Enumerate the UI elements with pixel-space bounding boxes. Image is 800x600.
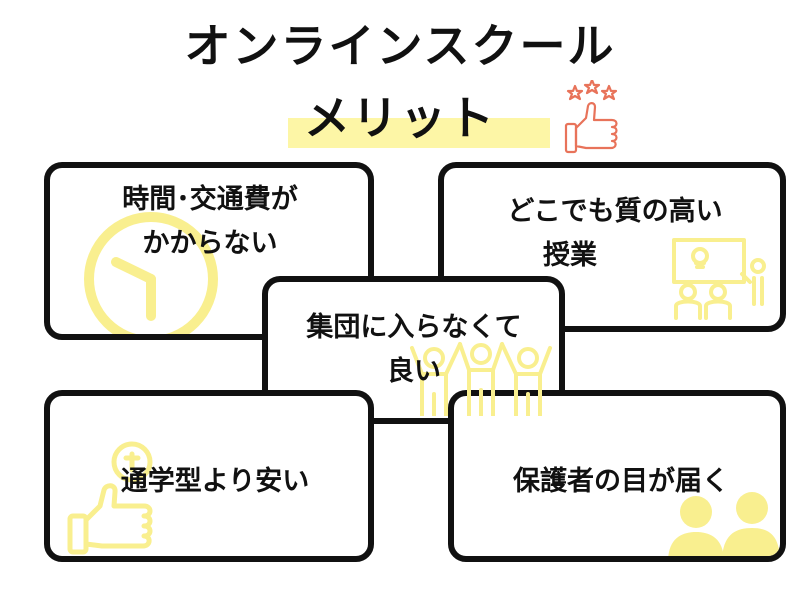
merit-card-cheaper: 通学型より安い: [44, 390, 374, 562]
merit-card-parent-watch: 保護者の目が届く: [448, 390, 786, 562]
card-label-line1: 通学型より安い: [120, 466, 310, 497]
title-highlight: [288, 118, 550, 148]
page-subtitle: メリット: [304, 91, 496, 145]
thumbs-up-coin-icon: [67, 441, 153, 555]
card-label-line2: 授業: [543, 240, 597, 271]
merit-card-time-cost: 時間･交通費が かからない: [44, 162, 374, 340]
clock-icon: [84, 212, 218, 334]
people-group-icon: [410, 342, 552, 416]
thumbs-up-stars-icon: [564, 80, 618, 154]
card-label-line1: 集団に入らなくて: [306, 312, 522, 343]
page-title: オンラインスクール: [184, 19, 616, 73]
card-label-line2: かからない: [142, 228, 278, 259]
card-label-line1: 保護者の目が届く: [513, 466, 729, 497]
card-label-line1: 時間･交通費が: [122, 184, 298, 215]
card-label-line1: どこでも質の高い: [507, 196, 723, 227]
presentation-icon: [672, 238, 766, 320]
card-label-line2: 良い: [387, 356, 441, 387]
parents-icon: [668, 492, 780, 556]
merit-card-no-group: 集団に入らなくて 良い: [262, 276, 565, 424]
